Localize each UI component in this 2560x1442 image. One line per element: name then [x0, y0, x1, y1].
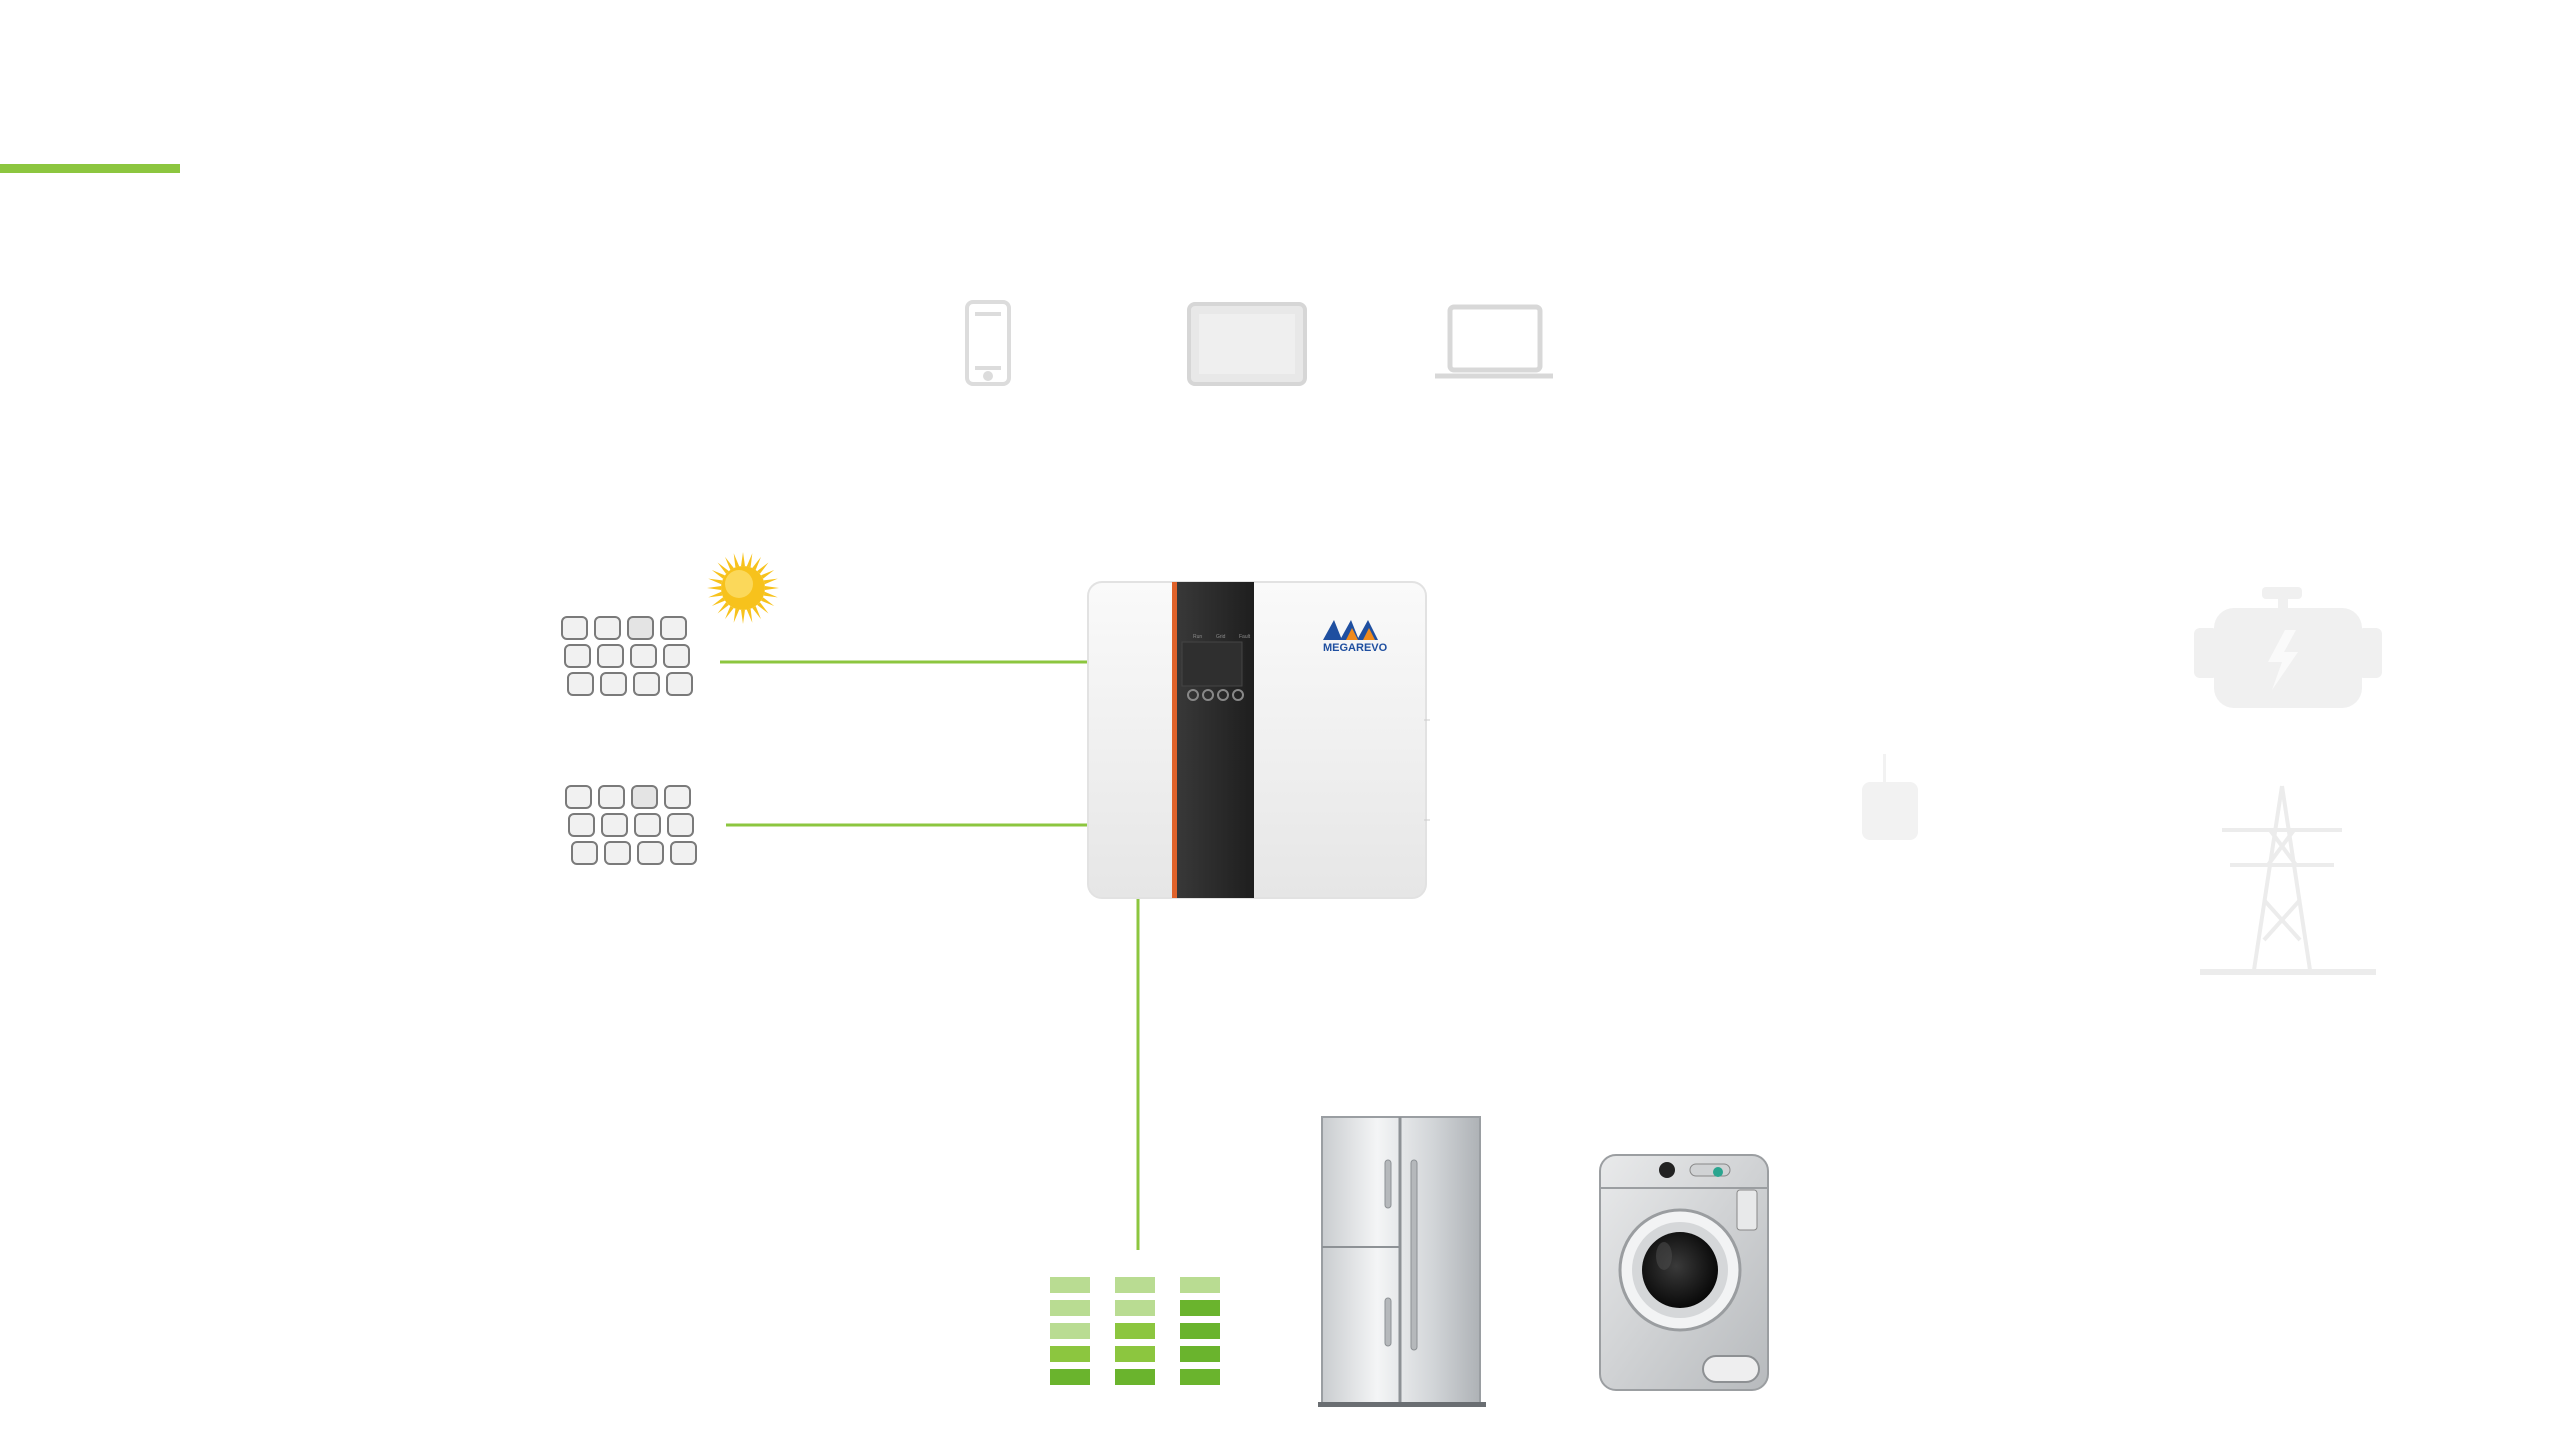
battery-cell — [1115, 1300, 1155, 1316]
accent-bar — [0, 164, 180, 173]
battery-cell — [1180, 1346, 1220, 1362]
battery-cell — [1050, 1323, 1090, 1339]
megarevo-logo: MEGAREVO — [1323, 620, 1388, 654]
battery-cell — [1050, 1277, 1090, 1293]
battery-cell — [1050, 1300, 1090, 1316]
battery-cell — [1050, 1346, 1090, 1362]
inverter-display — [1181, 641, 1243, 687]
laptop-icon — [1435, 304, 1553, 379]
indicator-label: Run — [1193, 634, 1202, 640]
solar-panel-icon — [565, 785, 697, 865]
battery-cell — [1180, 1300, 1220, 1316]
battery-cell — [1180, 1323, 1220, 1339]
battery-cell — [1050, 1369, 1090, 1385]
battery-cell — [1115, 1346, 1155, 1362]
indicator-label: Fault — [1239, 634, 1251, 640]
battery-cell — [1115, 1323, 1155, 1339]
inverter-orange-edge — [1172, 582, 1177, 898]
battery-cell — [1180, 1369, 1220, 1385]
connection-lines — [720, 660, 1140, 1250]
pylon-icon — [2200, 785, 2376, 975]
tablet-icon — [1187, 302, 1307, 386]
washing-machine-icon — [1599, 1154, 1769, 1391]
brand-name: MEGAREVO — [1323, 642, 1388, 654]
battery-cell — [1180, 1277, 1220, 1293]
battery-cell — [1115, 1369, 1155, 1385]
indicator-label: Grid — [1216, 634, 1226, 640]
meter-icon — [1862, 754, 1918, 840]
phone-icon — [965, 300, 1011, 386]
sun-icon — [707, 552, 779, 624]
inverter: Run Grid Fault MEGAREVO — [1087, 581, 1430, 899]
battery-cell — [1115, 1277, 1155, 1293]
generator-icon — [2194, 587, 2382, 708]
refrigerator-icon — [1318, 1116, 1486, 1407]
battery-stack-icon — [1050, 1277, 1220, 1385]
solar-panel-icon — [561, 616, 693, 696]
